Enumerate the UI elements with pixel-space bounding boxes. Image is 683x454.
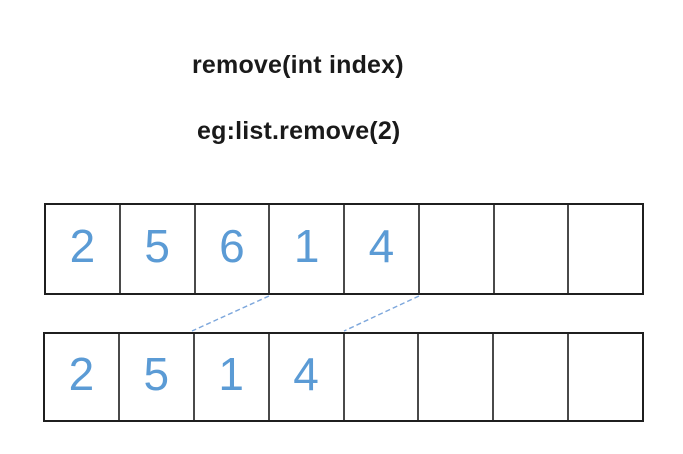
before-cell-1: 5 [121,205,196,293]
shift-dashed-line-1 [191,295,270,332]
example-call-subtitle: eg:list.remove(2) [197,117,401,145]
array-after-removal: 2 5 1 4 [43,332,644,422]
array-before-removal: 2 5 6 1 4 [44,203,644,295]
after-cell-6 [494,334,570,420]
before-cell-4: 4 [345,205,420,293]
shift-dashed-line-2 [343,295,420,332]
before-cell-0: 2 [46,205,121,293]
after-cell-5 [419,334,495,420]
before-cell-5 [420,205,495,293]
before-cell-3: 1 [270,205,345,293]
before-cell-7 [569,205,642,293]
after-cell-4 [345,334,420,420]
after-cell-3: 4 [270,334,345,420]
after-cell-0: 2 [45,334,120,420]
after-cell-1: 5 [120,334,195,420]
before-cell-6 [495,205,570,293]
method-signature-title: remove(int index) [192,51,404,79]
before-cell-2: 6 [196,205,271,293]
after-cell-7 [569,334,642,420]
after-cell-2: 1 [195,334,270,420]
